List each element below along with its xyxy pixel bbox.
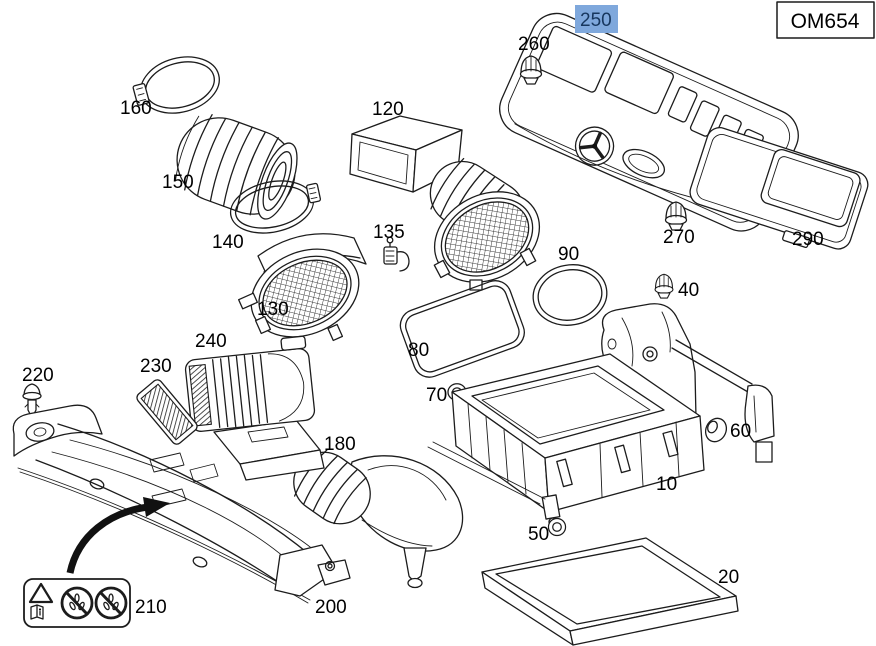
part-label-10[interactable]: 10 — [656, 474, 677, 495]
part-40-mount — [654, 273, 674, 299]
part-label-250[interactable]: 250 — [580, 10, 612, 31]
part-label-180[interactable]: 180 — [324, 434, 356, 455]
part-label-240[interactable]: 240 — [195, 331, 227, 352]
part-label-60[interactable]: 60 — [730, 421, 751, 442]
part-label-135[interactable]: 135 — [373, 222, 405, 243]
part-120-air-duct — [349, 115, 541, 291]
part-label-210[interactable]: 210 — [135, 597, 167, 618]
part-10-air-filter-housing — [427, 303, 775, 527]
part-label-260[interactable]: 260 — [518, 34, 550, 55]
fan-hazard-icon — [94, 586, 128, 620]
part-290-rear-engine-cover — [689, 127, 869, 250]
engine-model-badge: OM654 — [776, 1, 875, 39]
part-50-grommet — [547, 517, 567, 537]
part-label-20[interactable]: 20 — [718, 567, 739, 588]
part-label-40[interactable]: 40 — [678, 280, 699, 301]
part-label-80[interactable]: 80 — [408, 340, 429, 361]
part-230-grille — [136, 379, 198, 445]
mercedes-star-icon — [574, 126, 615, 166]
operator-manual-icon — [30, 604, 44, 620]
selected-part-highlight — [575, 5, 618, 33]
part-160-hose-clamp — [132, 56, 220, 114]
part-label-90[interactable]: 90 — [558, 244, 579, 265]
part-label-140[interactable]: 140 — [212, 232, 244, 253]
part-80-gasket — [399, 280, 525, 378]
part-label-230[interactable]: 230 — [140, 356, 172, 377]
part-270-mount — [664, 201, 688, 231]
part-220-clip — [22, 383, 42, 415]
part-label-290[interactable]: 290 — [792, 229, 824, 250]
part-130-air-intake — [238, 233, 367, 342]
part-200-intake-duct — [12, 404, 351, 604]
part-label-70[interactable]: 70 — [426, 385, 447, 406]
part-210-warning-label — [23, 578, 131, 628]
warning-triangle-icon — [28, 582, 54, 604]
engine-model-label: OM654 — [791, 10, 860, 33]
location-arrow — [66, 497, 170, 574]
part-240-air-duct — [184, 335, 316, 432]
part-20-filter-element — [481, 537, 739, 646]
part-label-130[interactable]: 130 — [257, 299, 289, 320]
part-140-hose-clamp — [229, 180, 322, 234]
part-number-labels: 250 260 160 150 140 120 135 130 90 80 70 40 270 290 60… — [22, 5, 824, 618]
part-60-bushing — [704, 417, 728, 443]
part-label-200[interactable]: 200 — [315, 597, 347, 618]
part-135-clip — [383, 236, 410, 272]
part-label-150[interactable]: 150 — [162, 172, 194, 193]
fan-hazard-icon — [60, 586, 94, 620]
part-label-120[interactable]: 120 — [372, 99, 404, 120]
part-90-seal-ring — [532, 264, 608, 326]
part-label-270[interactable]: 270 — [663, 227, 695, 248]
part-label-160[interactable]: 160 — [120, 98, 152, 119]
part-label-220[interactable]: 220 — [22, 365, 54, 386]
part-180-intake-hose — [293, 449, 464, 589]
intake-connector — [213, 419, 325, 481]
part-label-50[interactable]: 50 — [528, 524, 549, 545]
